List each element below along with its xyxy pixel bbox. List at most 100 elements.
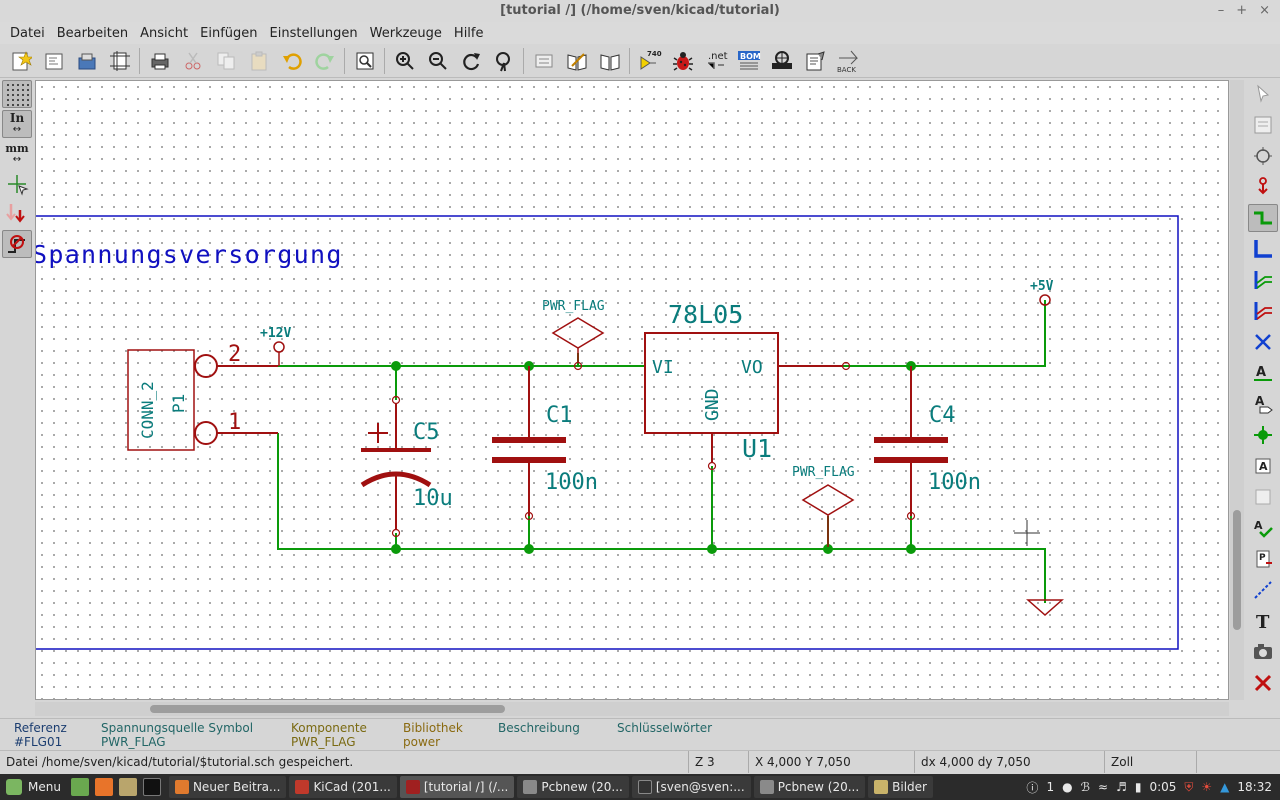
hidden-pins-icon[interactable] [2, 200, 32, 228]
regulator-u1[interactable]: 78L05 VI VO GND U1 [644, 300, 851, 471]
vertical-scrollbar[interactable] [1230, 80, 1244, 700]
hierarchical-sheet-icon[interactable] [1248, 483, 1278, 511]
user-icon[interactable]: ● [1062, 780, 1073, 794]
horizontal-scrollbar[interactable] [35, 702, 1229, 716]
connector-p1[interactable]: CONN_2 P1 2 1 [127, 342, 278, 451]
clock[interactable]: 18:32 [1237, 780, 1272, 794]
menu-einstellungen[interactable]: Einstellungen [269, 25, 358, 41]
copy-icon[interactable] [211, 46, 241, 76]
redo-icon[interactable] [310, 46, 340, 76]
hierarchical-label-icon[interactable]: A [1248, 452, 1278, 480]
redraw-icon[interactable] [456, 46, 486, 76]
cursor-shape-icon[interactable] [2, 170, 32, 198]
taskbar-window-6[interactable]: Pcbnew (20... [753, 776, 866, 798]
connector-pin2: 2 [228, 342, 241, 367]
update-icon[interactable]: ⓘ [1026, 780, 1039, 795]
print-icon[interactable] [145, 46, 175, 76]
vertical-scroll-thumb[interactable] [1233, 510, 1241, 630]
grid-toggle-icon[interactable] [2, 80, 32, 108]
cvpcb-icon[interactable] [767, 46, 797, 76]
net-label-icon[interactable]: A [1248, 359, 1278, 387]
undo-icon[interactable] [277, 46, 307, 76]
add-image-icon[interactable] [1248, 638, 1278, 666]
delete-item-icon[interactable] [1248, 669, 1278, 697]
capacitor-c1[interactable]: C1 100n [492, 366, 598, 521]
zoom-fit-icon[interactable] [489, 46, 519, 76]
open-icon[interactable] [39, 46, 69, 76]
pwr-flag-2[interactable]: PWR_FLAG [792, 465, 855, 547]
menu-werkzeuge[interactable]: Werkzeuge [369, 25, 442, 41]
menu-datei[interactable]: Datei [10, 25, 45, 41]
power-5v[interactable]: +5V [1030, 279, 1054, 306]
menu-bearbeiten[interactable]: Bearbeiten [56, 25, 129, 41]
place-power-icon[interactable] [1248, 173, 1278, 201]
menu-einfuegen[interactable]: Einfügen [200, 25, 258, 41]
back-icon[interactable]: BACK [833, 46, 863, 76]
graphic-line-icon[interactable] [1248, 576, 1278, 604]
shield-icon[interactable]: ⛨ [1184, 779, 1194, 794]
junction-icon[interactable] [1248, 421, 1278, 449]
menu-ansicht[interactable]: Ansicht [140, 25, 189, 41]
library-browser-icon[interactable] [595, 46, 625, 76]
page-settings-icon[interactable] [105, 46, 135, 76]
pwr-flag-1[interactable]: PWR_FLAG [542, 299, 605, 371]
paste-icon[interactable] [244, 46, 274, 76]
taskbar-window-4[interactable]: Pcbnew (20... [517, 776, 629, 798]
wire-to-bus-entry-icon[interactable] [1248, 266, 1278, 294]
menu-hilfe[interactable]: Hilfe [453, 25, 484, 41]
place-component-icon[interactable] [1248, 142, 1278, 170]
hierarchy-navigator-icon[interactable] [1248, 111, 1278, 139]
taskbar-window-7[interactable]: Bilder [868, 776, 933, 798]
wire-group[interactable] [220, 300, 1046, 603]
capacitor-c4[interactable]: C4 100n [874, 366, 981, 521]
select-arrow-icon[interactable] [1248, 80, 1278, 108]
new-schematic-icon[interactable] [6, 46, 36, 76]
bus-to-bus-entry-icon[interactable] [1248, 297, 1278, 325]
units-inch-button[interactable]: In↔ [2, 110, 32, 138]
import-sheet-pin-icon[interactable]: A [1248, 514, 1278, 542]
taskbar-window-5[interactable]: [sven@sven:... [631, 776, 751, 798]
place-wire-icon[interactable] [1248, 204, 1278, 232]
wire-orientation-icon[interactable] [2, 230, 32, 258]
minimize-button[interactable]: – [1217, 3, 1225, 18]
units-mm-button[interactable]: mm↔ [5, 142, 29, 165]
taskbar-window-3[interactable]: [tutorial /] (/... [399, 776, 515, 798]
annotate-icon[interactable]: 7402 [635, 46, 665, 76]
close-button[interactable]: × [1259, 3, 1270, 18]
zoom-out-icon[interactable] [423, 46, 453, 76]
sheet-pin-icon[interactable]: P [1248, 545, 1278, 573]
battery-icon[interactable]: ▮ [1134, 780, 1142, 794]
find-icon[interactable] [350, 46, 380, 76]
netlist-icon[interactable]: .net [701, 46, 731, 76]
network-icon[interactable]: ▲ [1220, 780, 1230, 794]
erc-icon[interactable] [668, 46, 698, 76]
wifi-icon[interactable]: ≈ [1098, 780, 1109, 794]
no-connect-icon[interactable] [1248, 328, 1278, 356]
firefox-icon[interactable] [94, 778, 113, 796]
taskbar-window-1[interactable]: Neuer Beitra... [168, 776, 287, 798]
power-12v[interactable]: +12V [260, 326, 291, 366]
bom-icon[interactable]: BOM [734, 46, 764, 76]
ground-symbol[interactable] [1026, 599, 1064, 617]
place-bus-icon[interactable] [1248, 235, 1278, 263]
start-menu-button[interactable]: Menu [0, 779, 71, 795]
files-icon[interactable] [118, 778, 137, 796]
taskbar-window-2[interactable]: KiCad (201... [289, 776, 397, 798]
redshift-icon[interactable]: ☀ [1201, 780, 1213, 794]
graphic-text-icon[interactable]: T [1248, 607, 1278, 635]
hierarchy-icon[interactable] [529, 46, 559, 76]
volume-icon[interactable]: ♬ [1116, 780, 1127, 794]
capacitor-c5[interactable]: C5 10u [360, 395, 453, 538]
bluetooth-icon[interactable]: ℬ [1080, 780, 1090, 794]
pcbnew-icon[interactable] [800, 46, 830, 76]
global-label-icon[interactable]: A [1248, 390, 1278, 418]
terminal-icon[interactable] [142, 778, 161, 796]
save-icon[interactable] [72, 46, 102, 76]
cut-icon[interactable] [178, 46, 208, 76]
maximize-button[interactable]: + [1236, 3, 1248, 18]
horizontal-scroll-thumb[interactable] [150, 705, 505, 713]
schematic-canvas[interactable]: Spannungsversorgung [35, 80, 1229, 700]
library-editor-icon[interactable] [562, 46, 592, 76]
zoom-in-icon[interactable] [390, 46, 420, 76]
show-desktop-icon[interactable] [70, 778, 89, 796]
